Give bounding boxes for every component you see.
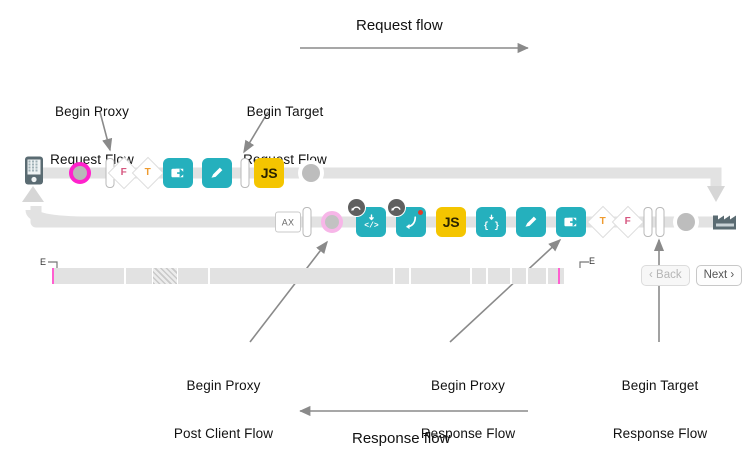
request-flow-start-circle[interactable] [69,162,91,184]
annotation-line-2: Response Flow [612,426,708,441]
timeline-segment[interactable] [472,268,486,284]
assign-message-icon [563,217,578,227]
error-dot [418,210,423,215]
response-policy-javascript[interactable]: JS [436,207,466,237]
response-policy-raise-fault[interactable] [387,198,426,237]
timeline-segment[interactable] [126,268,152,284]
flow-bar-icon [655,207,665,237]
annotation-line-2: Request Flow [50,152,134,167]
response-target-postflow-bar[interactable] [655,207,665,237]
assign-message-icon [170,168,185,178]
annotation-line-2: Post Client Flow [173,426,274,441]
timeline-segment[interactable] [411,268,470,284]
flow-bar-icon [240,158,250,188]
annotation-line-1: Begin Target [246,104,324,119]
request-target-preflow-bar[interactable] [240,158,250,188]
annotation-line-2: Response Flow [420,426,516,441]
annotation-line-1: Begin Proxy [186,378,261,393]
response-analytics-box[interactable]: AX [275,211,301,233]
back-button[interactable]: ‹ Back [641,265,690,286]
annotation-line-1: Begin Target [621,378,699,393]
next-button[interactable]: Next › [695,265,743,286]
timeline-segment[interactable] [178,268,208,284]
trace-navigation: ‹ Back Next › [641,265,743,286]
raise-fault-icon [406,215,417,229]
client-endpoint-mobile-phone[interactable] [24,156,44,191]
timeline-start-marker: E [40,257,46,267]
request-policy-javascript[interactable]: JS [254,158,284,188]
json-braces-icon: { } [483,214,499,230]
annotation-begin-proxy-response-flow: Begin Proxy Response Flow [404,346,532,474]
fault-rule-arrow-icon [351,206,361,211]
timeline-segment[interactable] [395,268,409,284]
response-condition-diamond-f[interactable]: F [611,205,645,239]
ax-label: AX [275,211,301,233]
fault-rule-arrow-icon [391,206,401,211]
timeline-segment[interactable] [153,268,177,284]
response-postclient-circle[interactable] [321,211,343,233]
diamond-label: F [120,167,128,179]
timeline-end-label: E [589,256,596,266]
timeline-segment[interactable] [512,268,526,284]
svg-text:{ }: { } [483,221,499,230]
diamond-label: T [599,216,607,228]
timeline-segment[interactable] [528,268,546,284]
diagram-canvas: Request flow Response flow Begin Proxy R… [22,17,743,447]
timeline-end-marker: E [589,256,595,266]
pink-ring-icon [321,211,343,233]
diamond-label: T [144,167,152,179]
fault-rule-icon[interactable] [347,198,366,217]
factory-icon [713,215,736,230]
timeline-tick[interactable] [558,268,560,284]
response-policy-extract-variables[interactable]: </> [347,198,386,237]
diamond-label: F [624,216,632,228]
target-endpoint-factory[interactable] [711,208,739,237]
annotation-line-1: Begin Proxy [431,378,505,393]
flow-bar-icon [643,207,653,237]
response-policy-json[interactable]: { } [476,207,506,237]
annotation-begin-proxy-post-client-flow: Begin Proxy Post Client Flow [156,346,291,474]
timeline-segment[interactable] [52,268,124,284]
flow-bar-icon [302,207,312,237]
magenta-ring-icon [69,162,91,184]
response-flow-start-dot[interactable] [677,213,695,231]
edit-pencil-icon [525,216,537,227]
annotation-line-1: Begin Proxy [55,104,129,119]
mobile-phone-icon [25,156,43,185]
policy-label: JS [442,214,460,230]
code-xml-icon: </> [364,214,379,230]
trace-timeline[interactable] [52,268,630,284]
response-postclient-bar[interactable] [302,207,312,237]
request-policy-assign-message[interactable] [163,158,193,188]
timeline-tick[interactable] [52,268,54,284]
response-flow-label: Response flow [352,430,451,447]
timeline-segment[interactable] [548,268,564,284]
request-flow-label: Request flow [356,17,443,34]
annotation-begin-target-response-flow: Begin Target Response Flow [596,346,724,474]
fault-rule-icon[interactable] [387,198,406,217]
timeline-start-label: E [40,257,47,267]
response-policy-edit[interactable] [516,207,546,237]
svg-text:</>: </> [364,221,379,230]
request-policy-edit[interactable] [202,158,232,188]
edit-pencil-icon [211,167,223,178]
policy-label: JS [260,165,278,181]
grey-dot-icon [302,164,320,182]
timeline-segment[interactable] [488,268,510,284]
grey-dot-icon [677,213,695,231]
timeline-segment[interactable] [210,268,393,284]
annotation-begin-proxy-request-flow: Begin Proxy Request Flow [32,72,152,200]
response-proxy-postflow-bar[interactable] [643,207,653,237]
response-policy-assign-message[interactable] [556,207,586,237]
request-flow-end-dot[interactable] [302,164,320,182]
